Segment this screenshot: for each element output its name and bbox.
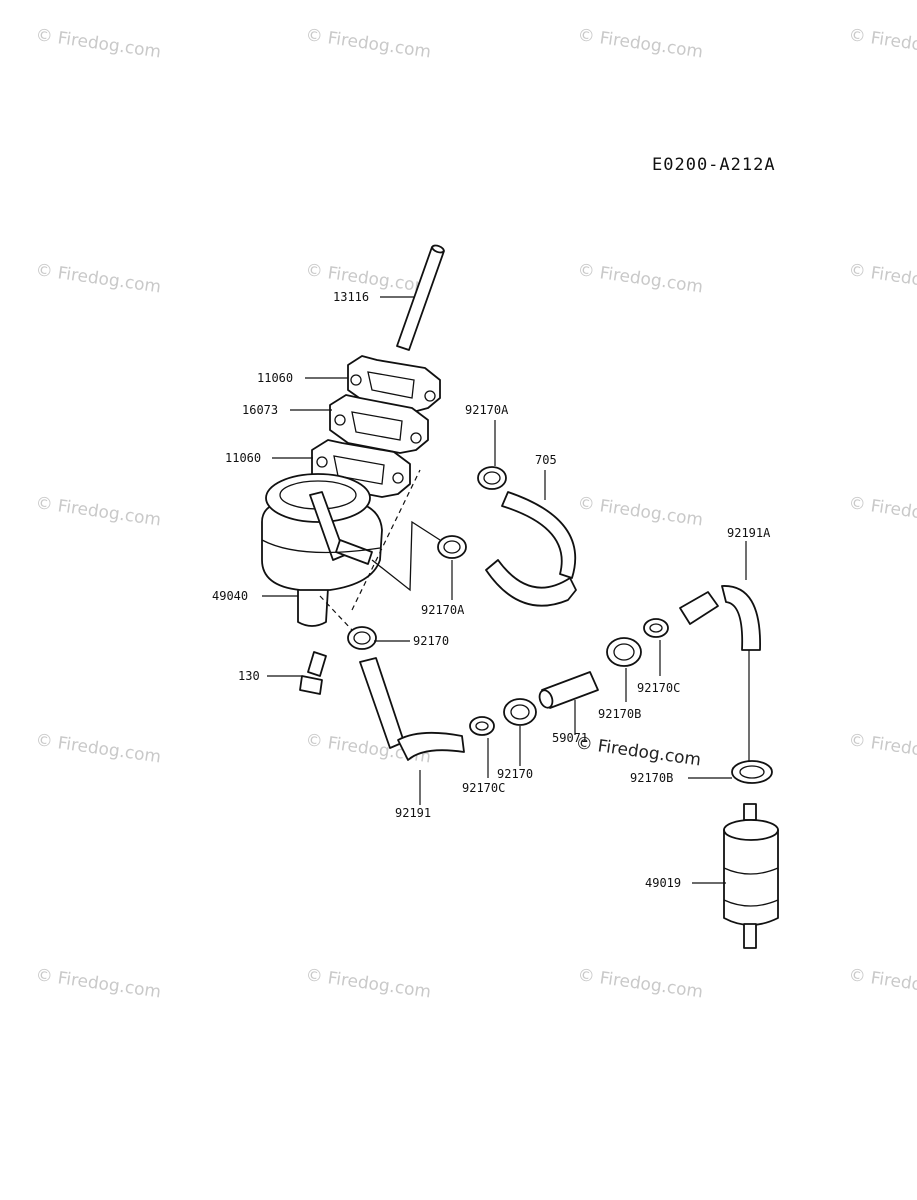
watermark: © Firedog.com [576, 260, 704, 297]
label-49040: 49040 [212, 589, 248, 603]
label-11060-bottom: 11060 [225, 451, 261, 465]
fuel-pump-49040 [261, 473, 383, 627]
label-92170A-top: 92170A [465, 403, 509, 417]
clamp-92170-mid [503, 698, 537, 726]
label-92191A: 92191A [727, 526, 771, 540]
fuel-filter-49019 [723, 803, 779, 949]
label-92170B-upper: 92170B [598, 707, 641, 721]
label-92170B-lower: 92170B [630, 771, 673, 785]
watermark: © Firedog.com [304, 965, 432, 1002]
watermark: © Firedog.com [304, 25, 432, 62]
leader-lines [262, 296, 747, 884]
label-92170C-left: 92170C [462, 781, 505, 795]
return-hose-705 [485, 491, 577, 607]
watermark: © Firedog.com [847, 493, 917, 530]
clamp-92170C-left [469, 716, 495, 736]
bolt-130 [299, 651, 327, 695]
clamp-92170A-top [477, 466, 507, 490]
label-92170A-pump: 92170A [421, 603, 465, 617]
label-59071: 59071 [552, 731, 588, 745]
dowel-pin-13116 [396, 244, 445, 351]
watermark: © Firedog.com [34, 965, 162, 1002]
fitting-59071 [538, 671, 599, 709]
label-705: 705 [535, 453, 557, 467]
watermark: © Firedog.com [847, 730, 917, 767]
label-92170-pump: 92170 [413, 634, 449, 648]
watermark: © Firedog.com [34, 493, 162, 530]
watermark: © Firedog.com [576, 25, 704, 62]
hose-92191 [359, 657, 465, 761]
clamp-92170B-upper [606, 637, 642, 667]
part-labels: 13116 11060 16073 11060 49040 130 92170 … [212, 290, 771, 890]
routing-line [371, 520, 441, 592]
watermark: © Firedog.com [34, 260, 162, 297]
clamp-92170A-pump [437, 535, 467, 559]
watermark: © Firedog.com [847, 25, 917, 62]
clamp-92170-pump [347, 626, 377, 650]
label-92170-mid: 92170 [497, 767, 533, 781]
watermark: © Firedog.com [34, 730, 162, 767]
label-92170C-right: 92170C [637, 681, 680, 695]
label-49019: 49019 [645, 876, 681, 890]
watermark: © Firedog.com [576, 965, 704, 1002]
label-92191: 92191 [395, 806, 431, 820]
watermark: © Firedog.com [847, 260, 917, 297]
diagram-code: E0200-A212A [652, 155, 776, 175]
label-130: 130 [238, 669, 260, 683]
clamp-92170C-right [643, 618, 669, 638]
clamp-92170B-lower [731, 760, 773, 784]
watermark: © Firedog.com [847, 965, 917, 1002]
watermark-layer: © Firedog.com © Firedog.com © Firedog.co… [34, 25, 917, 1002]
watermark: © Firedog.com [576, 493, 704, 530]
hose-92191A [679, 585, 761, 651]
label-11060-top: 11060 [257, 371, 293, 385]
watermark-overlay: © Firedog.com [574, 733, 702, 770]
label-13116: 13116 [333, 290, 369, 304]
watermark: © Firedog.com [34, 25, 162, 62]
insulator-16073 [329, 394, 429, 454]
label-16073: 16073 [242, 403, 278, 417]
